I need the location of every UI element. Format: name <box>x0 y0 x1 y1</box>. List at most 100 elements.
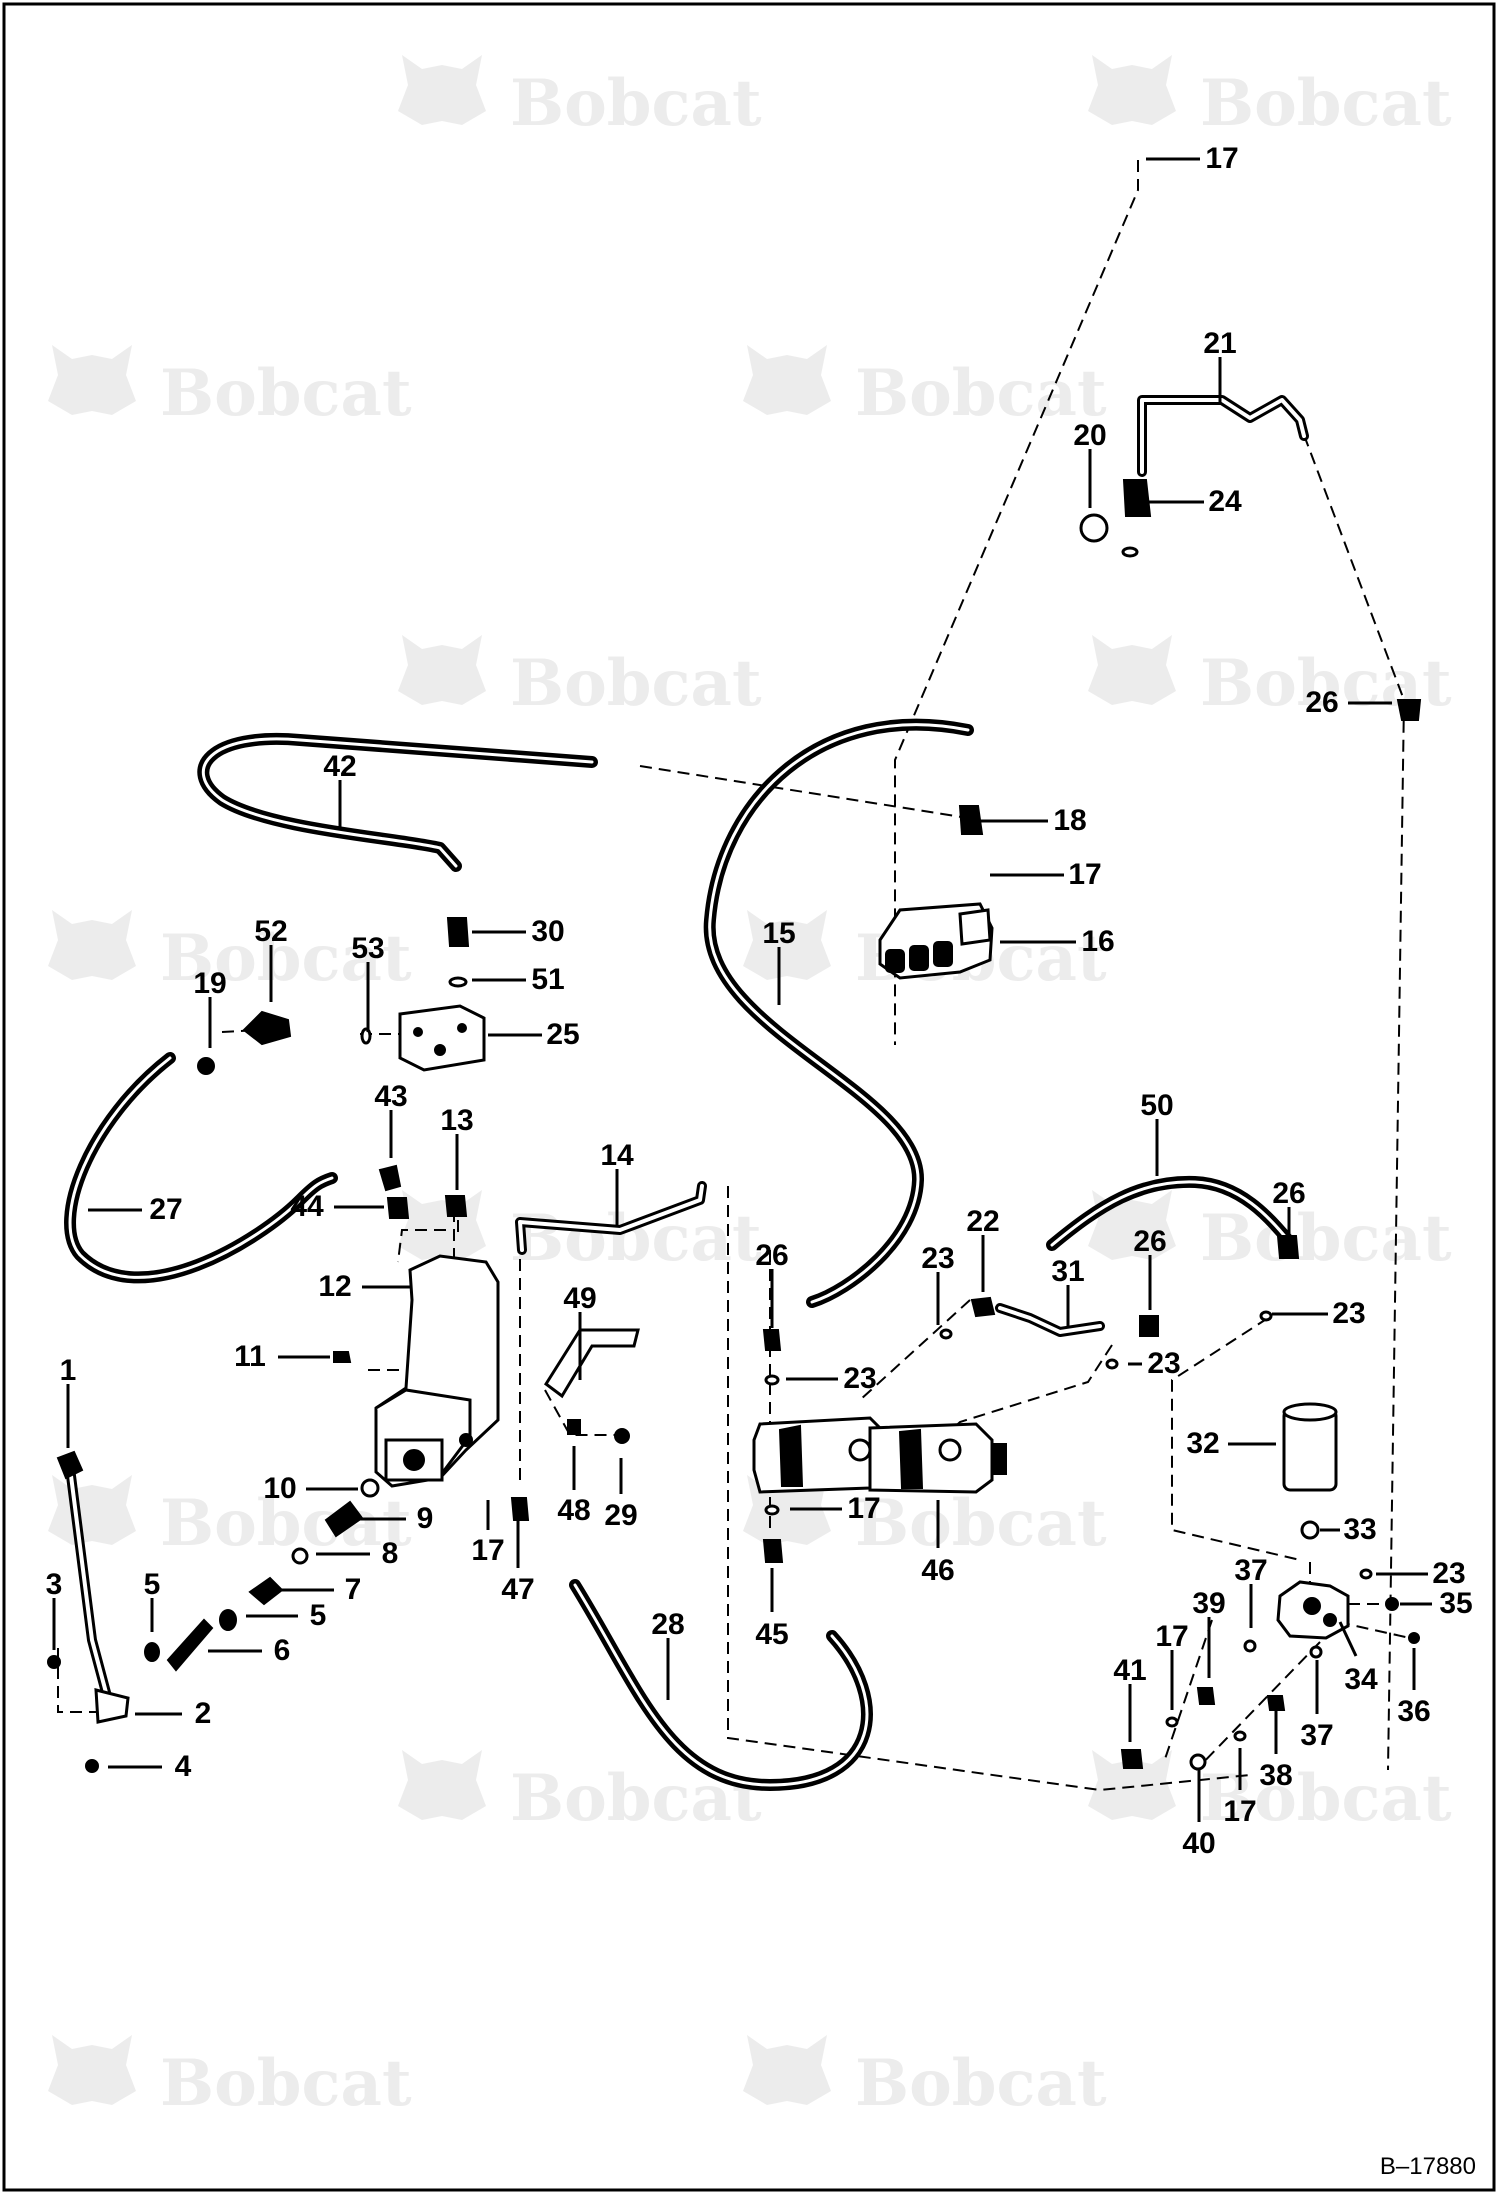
adapter-39 <box>1196 1687 1216 1705</box>
watermark-text: Bobcat <box>1200 1201 1452 1276</box>
callout-c30: 30 <box>472 915 565 948</box>
callout-c17d: 17 <box>790 1492 881 1525</box>
callout-label: 53 <box>351 932 384 965</box>
callout-c32: 32 <box>1186 1427 1276 1460</box>
callout-label: 15 <box>762 917 795 950</box>
callout-label: 26 <box>1305 686 1338 719</box>
fitting-44 <box>386 1197 410 1219</box>
bobcat-logo-icon <box>1088 635 1176 705</box>
callout-label: 17 <box>1068 858 1101 891</box>
callout-c3: 3 <box>46 1568 62 1650</box>
callout-c5a: 5 <box>144 1568 161 1632</box>
bobcat-logo-icon <box>48 2035 136 2105</box>
callout-c35: 35 <box>1400 1587 1473 1620</box>
nut-29 <box>614 1428 630 1444</box>
o-ring-17-f <box>1233 1730 1247 1742</box>
bobcat-logo-icon <box>398 635 486 705</box>
knob-1 <box>56 1450 84 1480</box>
callout-label: 41 <box>1113 1654 1146 1687</box>
callout-label: 6 <box>274 1634 291 1667</box>
nut-4 <box>85 1759 99 1773</box>
hose-28 <box>569 1579 873 1791</box>
watermark: Bobcat <box>48 1475 412 1561</box>
callout-c45: 45 <box>755 1568 789 1651</box>
components <box>47 479 1422 1773</box>
sensor-36 <box>1408 1632 1420 1644</box>
callout-label: 11 <box>234 1340 266 1373</box>
callout-label: 24 <box>1208 485 1242 518</box>
callout-label: 29 <box>604 1499 637 1532</box>
cap-20 <box>1079 513 1109 543</box>
callout-c5b: 5 <box>246 1599 326 1632</box>
callout-label: 37 <box>1234 1554 1267 1587</box>
callout-c37b: 37 <box>1300 1660 1334 1752</box>
bobcat-logo-icon <box>398 1750 486 1820</box>
callout-c26a: 26 <box>1305 686 1392 719</box>
o-ring-17-e <box>1165 1716 1179 1728</box>
callout-label: 8 <box>382 1537 399 1570</box>
adapter-38 <box>1266 1695 1286 1711</box>
o-ring-17-pump <box>764 1504 780 1516</box>
callout-label: 49 <box>563 1282 596 1315</box>
callout-c2: 2 <box>135 1697 211 1730</box>
callout-c51: 51 <box>472 963 565 996</box>
callout-label: 33 <box>1343 1513 1376 1546</box>
callout-label: 47 <box>501 1573 534 1606</box>
watermark: Bobcat <box>48 910 412 996</box>
elbow-26-pump <box>762 1329 782 1351</box>
callout-c26c: 26 <box>1133 1225 1167 1310</box>
nut-5a <box>144 1642 160 1662</box>
callout-c44: 44 <box>290 1190 384 1223</box>
callout-label: 2 <box>195 1697 212 1730</box>
o-ring-37-b <box>1309 1645 1323 1659</box>
callout-label: 1 <box>60 1354 77 1387</box>
callout-label: 17 <box>1223 1795 1256 1828</box>
callout-label: 20 <box>1073 419 1106 452</box>
callout-label: 17 <box>1155 1620 1188 1653</box>
callout-c20: 20 <box>1073 419 1107 508</box>
watermark: Bobcat <box>48 345 412 431</box>
callout-c37a: 37 <box>1234 1554 1268 1628</box>
callout-label: 23 <box>1332 1297 1365 1330</box>
plug-40 <box>1189 1753 1207 1771</box>
callout-label: 36 <box>1397 1695 1430 1728</box>
callout-label: 23 <box>843 1362 876 1395</box>
filter-head-34 <box>1276 1580 1350 1640</box>
manifold-block-25 <box>398 1004 486 1072</box>
callout-c17b: 17 <box>990 858 1102 891</box>
callout-label: 43 <box>374 1080 407 1113</box>
callout-c24: 24 <box>1142 485 1242 518</box>
callout-c23c: 23 <box>1128 1347 1181 1380</box>
callout-label: 17 <box>471 1534 504 1567</box>
callout-c27: 27 <box>88 1193 183 1226</box>
fitting-30 <box>446 917 470 947</box>
callout-c19: 19 <box>193 967 227 1048</box>
nipple-33 <box>1300 1520 1320 1540</box>
watermark-text: Bobcat <box>855 1486 1107 1561</box>
watermark-text: Bobcat <box>1200 1761 1452 1836</box>
callout-c23a: 23 <box>921 1242 955 1325</box>
callout-label: 4 <box>175 1750 192 1783</box>
callout-c43: 43 <box>374 1080 408 1158</box>
filter-32 <box>1282 1402 1338 1492</box>
bobcat-logo-icon <box>743 2035 831 2105</box>
watermark: Bobcat <box>1088 55 1452 141</box>
tube-21 <box>1137 395 1309 477</box>
watermark-text: Bobcat <box>160 921 412 996</box>
plug-35 <box>1385 1597 1399 1611</box>
nut-5b <box>219 1609 237 1631</box>
callout-c18: 18 <box>980 804 1087 837</box>
bobcat-logo-icon <box>48 910 136 980</box>
bobcat-logo-icon <box>1088 55 1176 125</box>
callout-c46: 46 <box>921 1500 955 1587</box>
nut-3 <box>47 1655 61 1669</box>
watermark-text: Bobcat <box>510 646 762 721</box>
callout-c36: 36 <box>1397 1648 1431 1728</box>
callout-label: 42 <box>323 750 356 783</box>
callout-label: 10 <box>263 1472 296 1505</box>
callout-label: 5 <box>144 1568 161 1601</box>
watermark-text: Bobcat <box>1200 66 1452 141</box>
callout-label: 18 <box>1053 804 1086 837</box>
callout-label: 16 <box>1081 925 1114 958</box>
